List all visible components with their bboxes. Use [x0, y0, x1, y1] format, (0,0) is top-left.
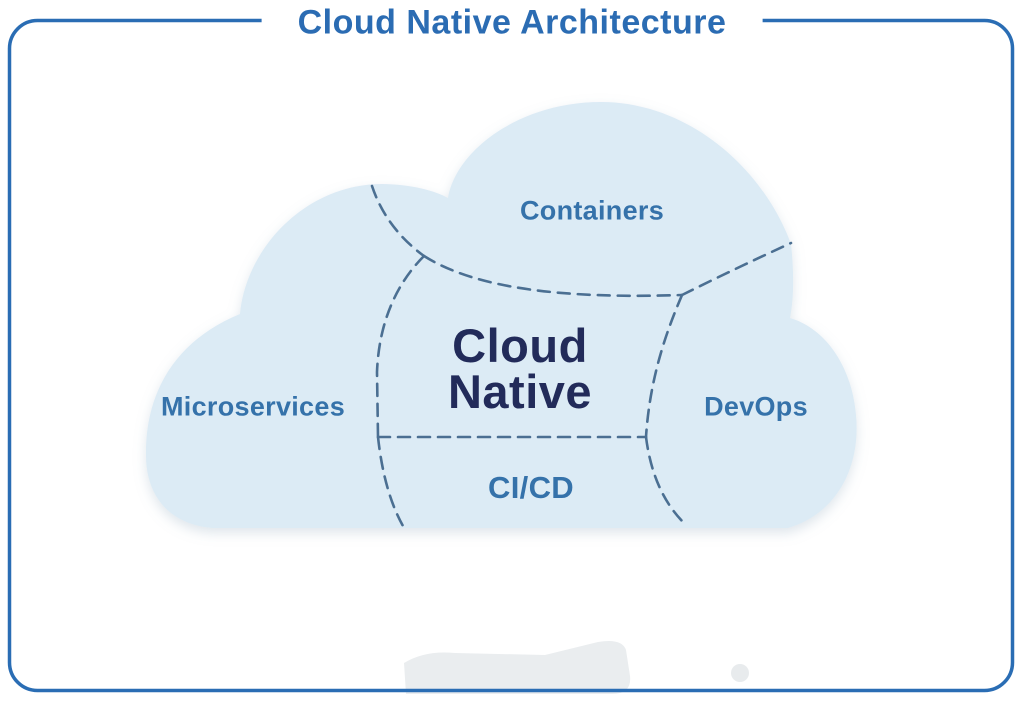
cloud-shape: [145, 102, 857, 528]
divider-left-lower: [376, 435, 405, 528]
divider-topleft-branch: [370, 184, 426, 258]
divider-right-boundary: [644, 293, 684, 439]
region-label-cicd: CI/CD: [488, 470, 574, 505]
page-title: Cloud Native Architecture: [261, 1, 763, 45]
region-label-microservices: Microservices: [160, 391, 346, 422]
center-label: Cloud Native: [447, 319, 593, 418]
divider-right-lower: [644, 435, 686, 525]
center-label-line2: Native: [447, 365, 593, 418]
center-label-line1: Cloud: [452, 319, 588, 372]
region-label-devops: DevOps: [704, 391, 808, 422]
region-label-containers: Containers: [519, 195, 665, 226]
divider-topright-branch: [680, 241, 793, 297]
smudge-dot: [731, 664, 749, 682]
divider-left-boundary: [375, 254, 426, 439]
smudge-mark: [404, 641, 631, 694]
divider-top-arc: [422, 254, 684, 298]
